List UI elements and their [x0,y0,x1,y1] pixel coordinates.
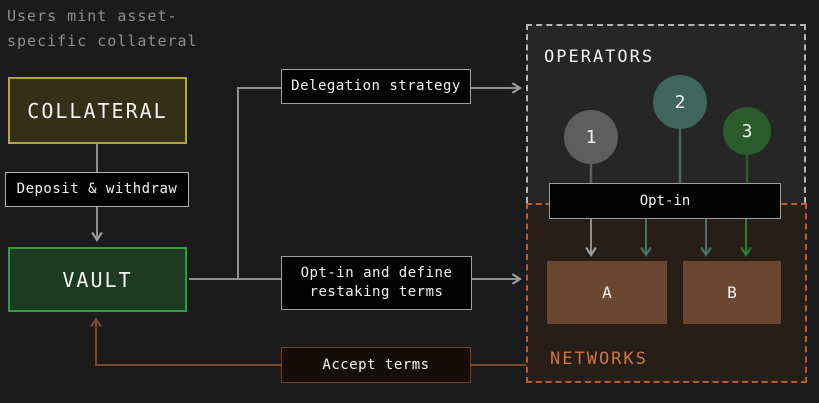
operator-circle-2: 2 [653,75,707,129]
networks-title: NETWORKS [550,349,648,369]
optin-bar: Opt-in [549,183,781,219]
network-a-box: A [547,261,667,324]
network-b-box: B [683,261,781,324]
accept-terms-node: Accept terms [281,347,471,383]
deposit-withdraw-label: Deposit & withdraw [16,181,178,197]
collateral-label: COLLATERAL [27,98,168,123]
delegation-strategy-label: Delegation strategy [291,78,461,94]
vault-label: VAULT [62,267,133,292]
operator-circle-1: 1 [564,110,618,164]
network-a-label: A [602,283,612,302]
operator-circle-1-number: 1 [585,126,597,148]
vault-node: VAULT [8,247,187,312]
deposit-withdraw-node: Deposit & withdraw [5,172,189,207]
restaking-terms-line-2: restaking terms [309,284,444,300]
network-b-label: B [727,283,737,302]
operator-circle-3-number: 3 [741,120,753,142]
caption-line-2: specific collateral [7,32,198,50]
operators-title: OPERATORS [544,47,655,67]
caption-line-1: Users mint asset- [7,7,178,25]
collateral-node: COLLATERAL [8,77,187,144]
restaking-terms-line-1: Opt-in and define [300,265,453,281]
accept-terms-label: Accept terms [322,356,430,373]
operator-circle-2-number: 2 [674,91,686,113]
optin-label: Opt-in [639,193,691,209]
vault-to-delegation-line [237,87,281,279]
delegation-strategy-node: Delegation strategy [281,69,471,104]
operator-circle-3: 3 [723,107,771,155]
caption: Users mint asset- specific collateral [7,4,198,54]
restaking-terms-node: Opt-in and define restaking terms [281,256,472,310]
